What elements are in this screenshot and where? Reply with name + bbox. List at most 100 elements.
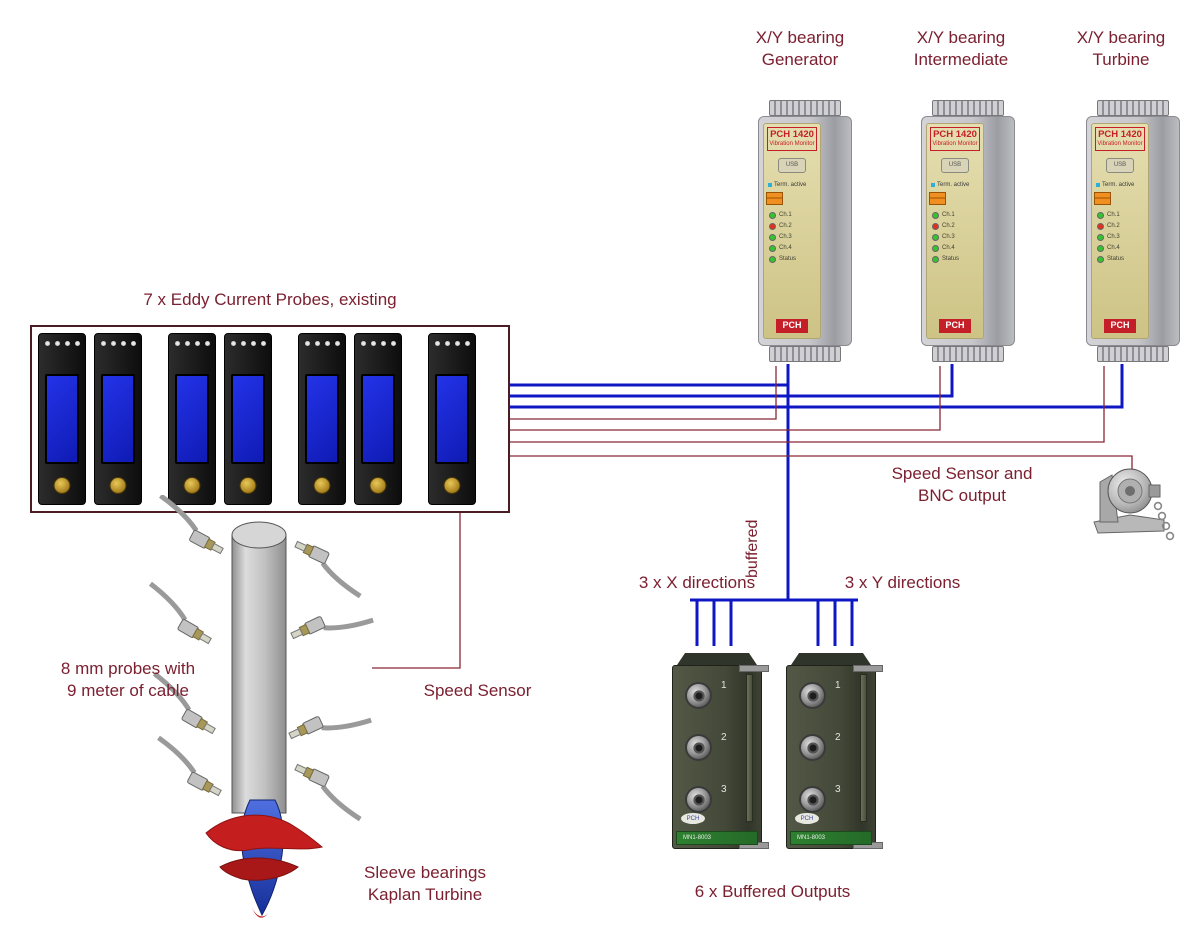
led-icon <box>769 222 776 230</box>
module-housing: 1 2 3 PCH MN1-8003 <box>672 665 769 849</box>
label-xy-bearing-intermediate: X/Y bearing Intermediate <box>913 28 1009 70</box>
module-front-panel: PCH 1420 Vibration Monitor USB Term. act… <box>1091 123 1149 339</box>
turbine-shaft-assembly <box>100 495 410 918</box>
eddy-probe-module-7 <box>428 333 476 505</box>
caption-turbine: Sleeve bearings Kaplan Turbine <box>364 863 486 905</box>
eddy-probe-module-3 <box>168 333 216 505</box>
term-active-indicator: Term. active <box>1096 182 1134 188</box>
terminal-block-bottom <box>932 346 1004 362</box>
terminal-block-top <box>1097 100 1169 116</box>
terminal-block-bottom <box>1097 346 1169 362</box>
bnc-port-number: 2 <box>721 732 727 743</box>
led-ch2: Ch.2 <box>932 222 959 230</box>
probe-display <box>175 374 209 464</box>
led-icon <box>932 244 939 252</box>
orange-connector <box>929 191 946 205</box>
terminal-dots <box>355 341 401 346</box>
probe-sensor <box>288 539 371 596</box>
probe-sensor <box>288 762 371 819</box>
caption-probes: 8 mm probes with 9 meter of cable <box>60 659 196 701</box>
terminal-block-top <box>932 100 1004 116</box>
model-badge: PCH 1420 Vibration Monitor <box>930 127 980 151</box>
pch-logo: PCH <box>776 319 808 333</box>
term-active-led <box>768 182 772 187</box>
led-icon <box>769 211 776 219</box>
model-name: PCH 1420 <box>933 129 977 140</box>
probe-sensor <box>148 496 231 557</box>
terminal-dots <box>225 341 271 346</box>
label-xy-bearing-turbine: X/Y bearing Turbine <box>1076 28 1166 70</box>
eddy-probe-module-2 <box>94 333 142 505</box>
led-ch1: Ch.1 <box>769 211 796 219</box>
pch-oval-logo: PCH <box>681 813 705 824</box>
probe-connector <box>443 477 461 494</box>
terminal-dots <box>429 341 475 346</box>
led-ch2: Ch.2 <box>1097 222 1124 230</box>
probe-sensor <box>288 697 371 754</box>
terminal-dots <box>169 341 215 346</box>
caption-buffered: buffered <box>744 519 761 578</box>
pch-1420-module-turbine: PCH 1420 Vibration Monitor USB Term. act… <box>1086 100 1180 364</box>
led-icon <box>1097 244 1104 252</box>
orange-connector <box>766 191 783 205</box>
side-rail <box>746 674 753 822</box>
led-ch3: Ch.3 <box>769 233 796 241</box>
probe-display <box>435 374 469 464</box>
led-status: Status <box>932 255 959 263</box>
usb-port: USB <box>941 157 969 173</box>
probe-connector <box>239 477 257 494</box>
bnc-connector-3 <box>685 786 712 813</box>
led-ch4: Ch.4 <box>769 244 796 252</box>
usb-port: USB <box>1106 157 1134 173</box>
caption-buffered-outputs: 6 x Buffered Outputs <box>694 882 851 901</box>
model-name: PCH 1420 <box>770 129 814 140</box>
led-ch2: Ch.2 <box>769 222 796 230</box>
probe-connector <box>313 477 331 494</box>
terminal-dots <box>299 341 345 346</box>
probe-sensor <box>146 738 229 799</box>
eddy-probe-module-5 <box>298 333 346 505</box>
caption-speed-sensor: Speed Sensor <box>423 681 532 700</box>
module-top-face <box>791 653 871 665</box>
blue-signal-wires <box>510 364 1124 646</box>
term-active-led <box>1096 182 1100 187</box>
led-icon <box>1097 233 1104 241</box>
module-housing: PCH 1420 Vibration Monitor USB Term. act… <box>921 116 1015 346</box>
speed-sensor-body <box>1093 468 1175 541</box>
led-ch1: Ch.1 <box>1097 211 1124 219</box>
bnc-port-number: 1 <box>721 680 727 691</box>
pch-logo: PCH <box>939 319 971 333</box>
bnc-connector-2 <box>685 734 712 761</box>
module-housing: 1 2 3 PCH MN1-8003 <box>786 665 883 849</box>
term-active-led <box>931 182 935 187</box>
led-ch3: Ch.3 <box>932 233 959 241</box>
probe-sensor <box>290 597 373 654</box>
model-badge: PCH 1420 Vibration Monitor <box>767 127 817 151</box>
kaplan-turbine-runner <box>205 799 324 918</box>
probe-connector <box>183 477 201 494</box>
probe-display <box>231 374 265 464</box>
bnc-connector-1 <box>685 682 712 709</box>
eddy-probe-module-4 <box>224 333 272 505</box>
buffered-output-module-1: 1 2 3 PCH MN1-8003 <box>672 653 769 861</box>
bnc-port-number: 3 <box>835 784 841 795</box>
module-front-panel: PCH 1420 Vibration Monitor USB Term. act… <box>763 123 821 339</box>
probe-display <box>101 374 135 464</box>
led-ch1: Ch.1 <box>932 211 959 219</box>
led-icon <box>769 255 776 263</box>
led-status: Status <box>1097 255 1124 263</box>
side-rail <box>860 674 867 822</box>
led-icon <box>932 255 939 263</box>
led-icon <box>932 222 939 230</box>
caption-y-directions: 3 x Y directions <box>844 573 961 592</box>
module-front-panel: PCH 1420 Vibration Monitor USB Term. act… <box>926 123 984 339</box>
led-icon <box>1097 222 1104 230</box>
buffered-output-module-2: 1 2 3 PCH MN1-8003 <box>786 653 883 861</box>
probe-sensor <box>137 584 219 647</box>
channel-led-column: Ch.1 Ch.2 Ch.3 Ch.4 Status <box>1097 211 1124 263</box>
terminal-dots <box>95 341 141 346</box>
terminal-block-bottom <box>769 346 841 362</box>
module-housing: PCH 1420 Vibration Monitor USB Term. act… <box>1086 116 1180 346</box>
probe-connector <box>109 477 127 494</box>
